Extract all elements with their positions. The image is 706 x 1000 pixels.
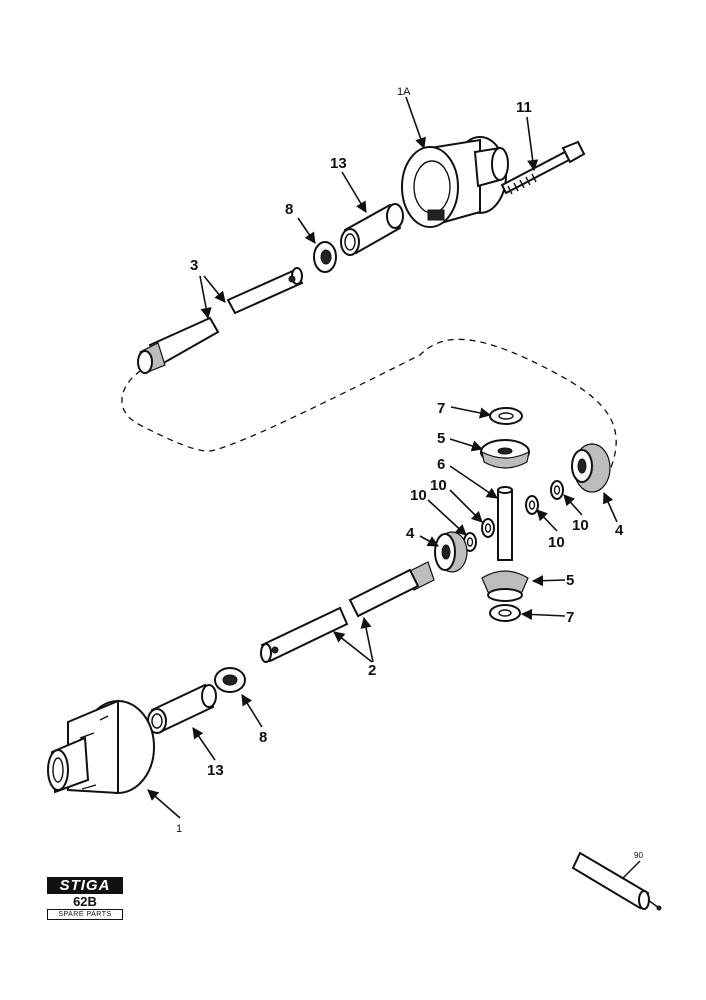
callout-7-top: 7: [437, 400, 445, 417]
callout-5-top: 5: [437, 430, 445, 447]
bolt-11: [500, 140, 586, 195]
callout-2: 2: [368, 662, 376, 679]
callout-8-bottom: 8: [259, 729, 267, 746]
callout-1a: 1A: [397, 86, 411, 98]
callout-13-bottom: 13: [207, 762, 224, 779]
logo-subtitle: SPARE PARTS: [47, 909, 123, 920]
shaft-3: [137, 267, 304, 374]
grease-tube-90: [571, 851, 662, 911]
washer-7-top: [489, 407, 523, 425]
callout-10-a: 10: [430, 477, 447, 494]
logo-model: 62B: [73, 894, 97, 909]
housing-bottom-1: [47, 699, 155, 795]
callout-10-c: 10: [548, 534, 565, 551]
circlip-10-c: [525, 495, 539, 515]
callout-4-left: 4: [406, 525, 415, 542]
assembly-dashed-outline: [121, 338, 617, 471]
callout-8-top: 8: [285, 201, 293, 218]
callout-5-bottom: 5: [566, 572, 574, 589]
callout-90: 90: [634, 851, 643, 860]
housing-top-1a: [401, 136, 509, 228]
bevel-gear-5-bottom: [481, 570, 529, 602]
circlip-10-b: [481, 518, 495, 538]
washer-8-bottom: [214, 667, 246, 693]
bushing-13-bottom: [147, 683, 217, 734]
washer-7-bottom: [489, 604, 521, 622]
pin-6: [497, 486, 513, 561]
stiga-logo: STIGA 62B SPARE PARTS: [47, 877, 123, 921]
side-gear-4-left: [434, 531, 468, 573]
callout-4-right: 4: [615, 522, 624, 539]
callout-10-b: 10: [410, 487, 427, 504]
callout-11: 11: [516, 99, 532, 116]
bushing-13-top: [340, 203, 404, 256]
shaft-2: [260, 561, 435, 663]
callout-10-d: 10: [572, 517, 589, 534]
callout-3: 3: [190, 257, 198, 274]
washer-8-top: [313, 241, 337, 273]
callout-6: 6: [437, 456, 445, 473]
callout-7-bottom: 7: [566, 609, 574, 626]
side-gear-4-right: [571, 443, 611, 493]
logo-brand: STIGA: [47, 877, 123, 894]
callout-1: 1: [176, 823, 182, 835]
circlip-10-d: [550, 480, 564, 500]
callout-13-top: 13: [330, 155, 347, 172]
bevel-gear-5-top: [480, 439, 530, 469]
